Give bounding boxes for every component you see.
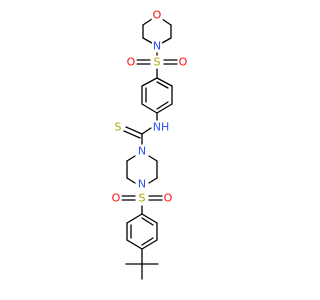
bond-morpholine-o-c1 [161,18,172,26]
atom-label: O [153,9,162,22]
bond-ring2-inner-a [141,217,154,226]
atom-thione-sulfur: S [113,120,123,134]
atom-thioamide-nh: NH [151,120,171,134]
atom-label: S [139,192,146,205]
bond-pip-3 [148,177,158,184]
bond-ring1-6 [141,77,158,87]
bond-morpholine-n-c3 [142,37,153,44]
atom-piperazine-nitrogen-top: N [136,144,148,158]
bond-ring2-1 [141,213,158,224]
atom-bottom-sulfonyl-oxygen-left: O [110,191,122,205]
atom-label-backdrop [136,144,148,158]
atom-label: O [127,56,136,69]
atom-label: N [153,40,161,53]
bond-morpholine-c2-n [161,37,172,44]
bond-pip-6 [126,155,136,162]
bond-pip-4 [126,177,136,184]
atom-label-backdrop [137,191,147,205]
atom-piperazine-nitrogen-bottom: N [136,177,148,191]
bond-morpholine-c4-o [142,18,153,26]
bond-ring1-inner-b [156,101,169,110]
atom-bottom-sulfonyl-sulfur: S [137,191,147,205]
molecule-canvas: O N S O O NH S N N S O O [110,8,189,280]
atom-top-sulfonyl-oxygen-left: O [125,55,137,69]
bond-ring1-1 [156,77,173,87]
atom-label: O [179,56,188,69]
atom-label-backdrop [151,120,171,134]
atom-bottom-sulfonyl-oxygen-right: O [162,191,174,205]
bond-c-s-thione-a [125,126,143,135]
atom-morpholine-nitrogen: N [151,39,163,53]
bond-ring1-4 [141,103,158,114]
atom-label: N [138,178,146,191]
bond-ring1-3 [156,103,173,114]
atom-top-sulfonyl-oxygen-right: O [177,55,189,69]
atom-label-backdrop [151,39,163,53]
atom-label: S [154,56,161,69]
atom-label-backdrop [113,120,123,134]
atom-label-backdrop [152,55,162,69]
bonds [121,18,178,280]
bond-ring2-6 [126,213,143,224]
atom-label: NH [153,121,170,134]
atom-top-sulfonyl-sulfur: S [152,55,162,69]
atom-label: O [164,192,173,205]
atom-label-backdrop [125,55,137,69]
molecule-structure: O N S O O NH S N N S O O [110,8,189,280]
atom-label: O [112,192,121,205]
atom-label-backdrop [162,191,174,205]
bond-nh-c [141,127,152,135]
bond-ring2-4 [126,239,143,250]
bond-ring2-3 [141,239,158,250]
atom-label: N [138,145,146,158]
atom-label-backdrop [136,177,148,191]
bond-ring1-inner-a [156,81,169,89]
atom-morpholine-oxygen: O [151,8,163,22]
atoms: O N S O O NH S N N S O O [110,8,189,205]
bond-pip-1 [148,155,158,162]
atom-label-backdrop [110,191,122,205]
bond-c-s-thione-b [123,130,141,139]
bond-ring2-inner-b [141,237,154,246]
atom-label: S [115,121,122,134]
atom-label-backdrop [177,55,189,69]
atom-label-backdrop [151,8,163,22]
